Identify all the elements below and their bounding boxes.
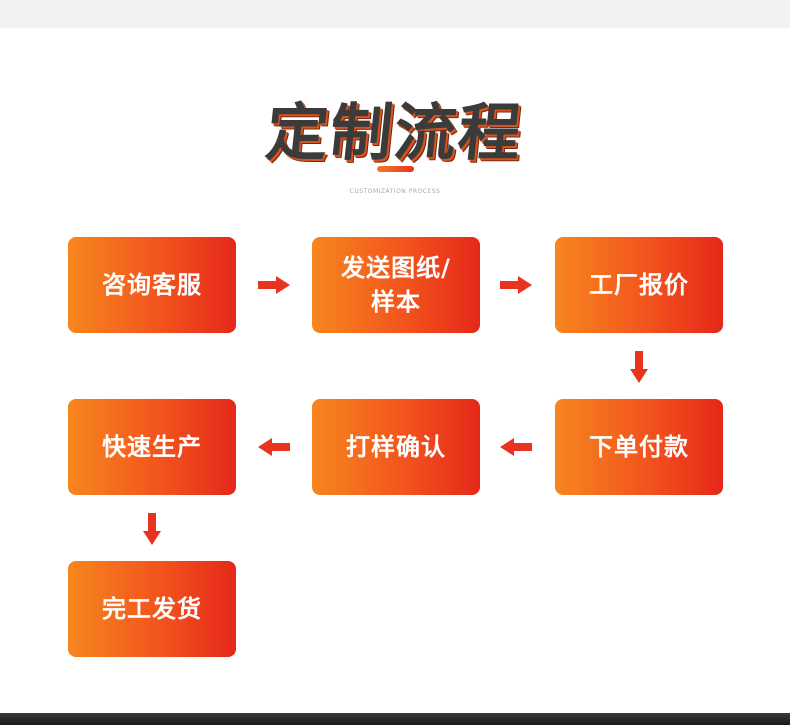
step-complete-shipping: 完工发货 [68, 561, 236, 657]
step-label: 下单付款 [589, 433, 689, 461]
step-fast-production: 快速生产 [68, 399, 236, 495]
step-label: 快速生产 [102, 433, 202, 461]
step-factory-quote: 工厂报价 [555, 237, 723, 333]
arrow-left-icon [500, 438, 532, 456]
step-label: 工厂报价 [589, 271, 689, 299]
step-consult-service: 咨询客服 [68, 237, 236, 333]
arrow-left-icon [258, 438, 290, 456]
page-title: 定制流程 [262, 96, 527, 169]
step-label: 发送图纸/ 样本 [341, 254, 451, 316]
step-label: 完工发货 [102, 595, 202, 623]
top-band [0, 0, 790, 28]
step-send-drawings: 发送图纸/ 样本 [312, 237, 480, 333]
title-underline [377, 166, 414, 172]
page-subtitle: CUSTOMIZATION PROCESS [349, 188, 441, 195]
arrow-right-icon [258, 276, 290, 294]
step-label: 打样确认 [346, 433, 446, 461]
step-label: 咨询客服 [102, 271, 202, 299]
arrow-right-icon [500, 276, 532, 294]
bottom-band [0, 713, 790, 725]
arrow-down-icon [143, 513, 161, 545]
arrow-down-icon [630, 351, 648, 383]
step-sample-confirm: 打样确认 [312, 399, 480, 495]
step-order-payment: 下单付款 [555, 399, 723, 495]
